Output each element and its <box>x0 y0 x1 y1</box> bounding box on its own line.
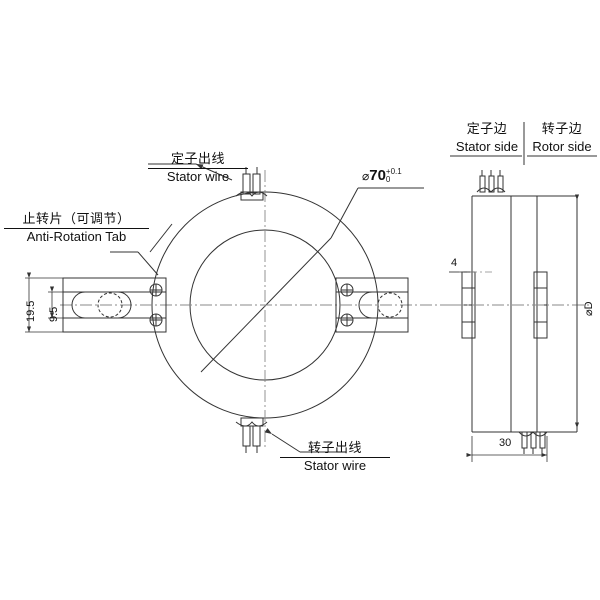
front-view-group <box>25 163 460 453</box>
rotor-wire-label-cn: 转子出线 <box>280 437 390 458</box>
dim-outer-diameter-label: ⌀D <box>583 301 595 316</box>
dim-30-label: 30 <box>499 437 512 449</box>
rotor-side-header: 转子边 Rotor side <box>527 118 597 154</box>
diameter-tolerance-lower: 0 <box>385 175 391 184</box>
dim-19-5-label: 19.5 <box>25 300 37 322</box>
stator-wire-leader <box>195 163 233 181</box>
right-tab <box>335 277 409 333</box>
top-wire-bundle <box>235 167 268 201</box>
diameter-leader-kink <box>330 187 359 239</box>
rotor-wire-label-en: Stator wire <box>303 458 367 473</box>
right-tab-slot <box>358 291 395 319</box>
anti-rotation-tab-label-en: Anti-Rotation Tab <box>26 229 127 244</box>
side-bottom-wires <box>518 431 548 454</box>
diameter-tolerance-upper: +0.1 <box>385 167 402 176</box>
stator-side-header-cn: 定子边 <box>466 121 508 136</box>
left-tab-slot-hidden-circle <box>97 292 123 318</box>
side-view-group <box>449 122 597 462</box>
stator-wire-label-cn: 定子出线 <box>148 148 248 169</box>
dim-4-label: 4 <box>451 257 458 269</box>
rotor-wire-label-bottom: 转子出线 Stator wire <box>280 437 390 473</box>
stator-side-header: 定子边 Stator side <box>452 118 522 154</box>
anti-rotation-tab-label-cn: 止转片（可调节） <box>4 208 149 229</box>
rotor-wire-leader <box>264 428 301 453</box>
stator-wire-label-top: 定子出线 Stator wire <box>148 148 248 184</box>
rotor-side-header-cn: 转子边 <box>541 121 583 136</box>
diameter-symbol: ⌀ <box>362 169 370 183</box>
side-top-wires <box>476 170 506 193</box>
right-tab-screws <box>340 283 354 327</box>
dim-30 <box>466 436 548 462</box>
anti-rotation-tab-label: 止转片（可调节） Anti-Rotation Tab <box>4 208 149 244</box>
diameter-value: 70 <box>369 167 386 184</box>
left-tab-slot <box>71 291 132 319</box>
dim-9-5-label: 9.5 <box>48 306 60 322</box>
stator-wire-label-en: Stator wire <box>166 169 230 184</box>
stator-side-header-en: Stator side <box>455 139 519 154</box>
front-center-lines <box>60 170 460 450</box>
rotor-side-header-en: Rotor side <box>532 139 592 154</box>
left-tab-screws <box>149 283 163 327</box>
tab-height-dimensions <box>25 272 84 333</box>
bore-diameter-callout: ⌀70 +0.1 0 <box>362 168 402 185</box>
bottom-wire-bundle <box>235 417 268 453</box>
right-tab-slot-hidden-circle <box>377 292 403 318</box>
tab-leader-line-2 <box>149 223 173 253</box>
tab-leader-line <box>137 251 159 276</box>
